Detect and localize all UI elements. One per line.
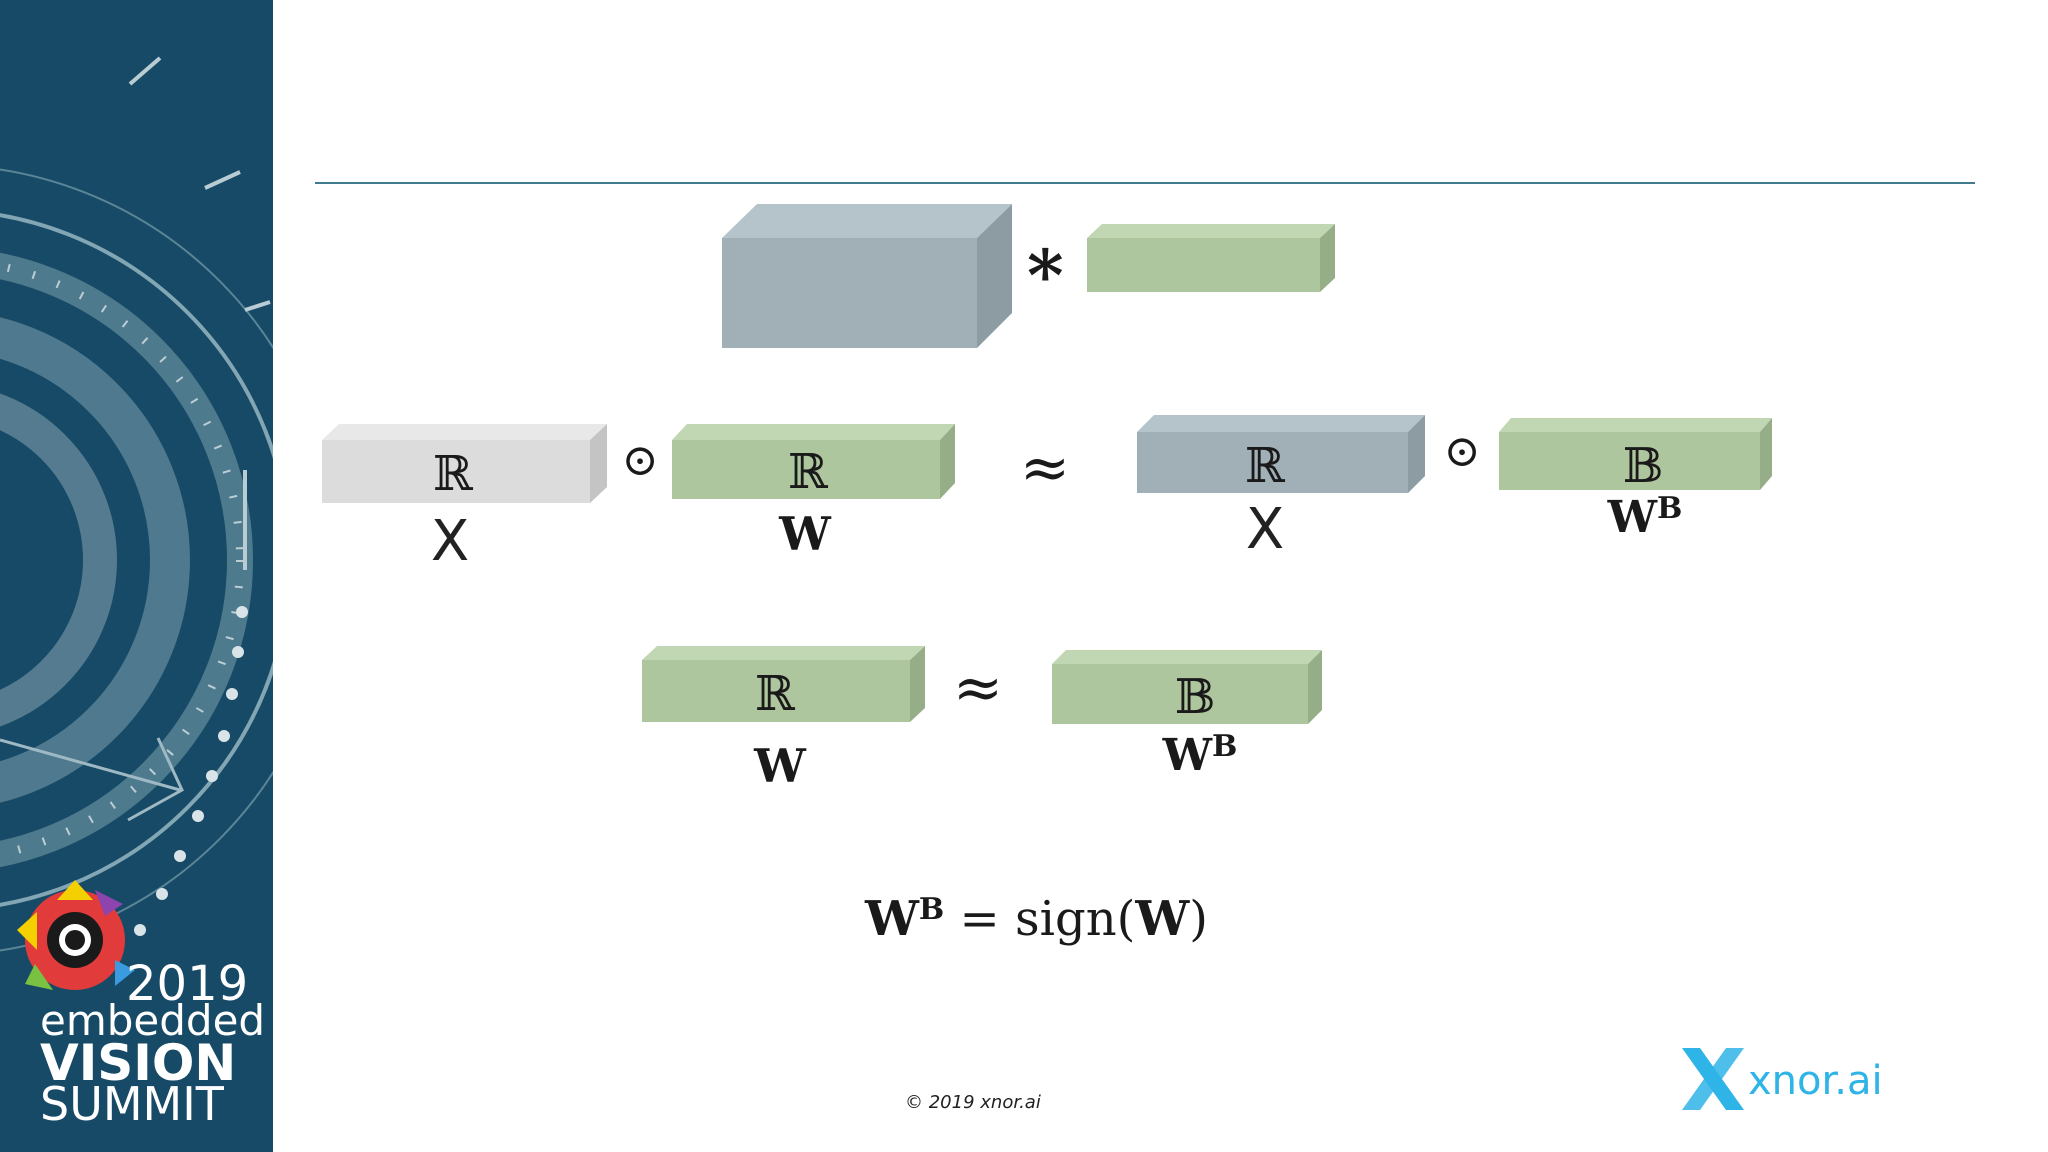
weight-domain-label: ℝ xyxy=(788,444,828,500)
input2-label: X xyxy=(1246,497,1284,562)
xnor-brand-text: xnor.ai xyxy=(1748,1058,1882,1104)
weight-label: W xyxy=(778,507,832,561)
binary2-weight-label: WB xyxy=(1162,729,1238,781)
event-year: 2019 xyxy=(126,956,248,1012)
binary-weight-block xyxy=(1499,418,1772,490)
input-tensor-block xyxy=(722,204,1012,348)
xnor-x-icon xyxy=(1682,1048,1744,1110)
hadamard-operator-2: ⊙ xyxy=(1444,426,1481,477)
input-tensor-block-2 xyxy=(1137,415,1425,493)
weight-tensor-block xyxy=(1087,224,1335,292)
input2-domain-label: ℝ xyxy=(1245,438,1285,494)
arrow-icon xyxy=(0,737,184,822)
decorative-arcs xyxy=(0,168,273,952)
binary-weight-label: WB xyxy=(1607,491,1683,543)
event-line1: embedded xyxy=(40,996,265,1045)
binary-domain-label: 𝔹 xyxy=(1623,438,1664,494)
binary-weight-block-2 xyxy=(1052,650,1322,724)
event-sidebar: 2019 embedded VISION SUMMIT xyxy=(0,0,273,1152)
binary2-domain-label: 𝔹 xyxy=(1175,669,1216,725)
header-rule xyxy=(315,182,1975,184)
convolution-operator: * xyxy=(1027,234,1064,317)
approx-operator-1: ≈ xyxy=(1020,433,1070,503)
event-line3: SUMMIT xyxy=(40,1077,225,1131)
summit-logo-icon xyxy=(17,880,135,990)
weight2-domain-label: ℝ xyxy=(755,666,795,722)
input-domain-label: ℝ xyxy=(433,446,473,502)
weight2-label: W xyxy=(753,739,807,793)
copyright-notice: © 2019 xnor.ai xyxy=(905,1092,1041,1113)
sign-formula: WB = sign(W) xyxy=(864,891,1208,947)
decorative-dots xyxy=(134,606,248,936)
input-label: X xyxy=(431,509,469,574)
real-input-block xyxy=(322,424,607,503)
decorative-ticks xyxy=(128,56,271,570)
real-weight-block xyxy=(672,424,955,499)
approx-operator-2: ≈ xyxy=(953,653,1003,723)
hadamard-operator-1: ⊙ xyxy=(622,435,659,486)
event-line2: VISION xyxy=(40,1034,236,1092)
xnor-logo: xnor.ai xyxy=(1682,1048,1882,1110)
real-weight-block-2 xyxy=(642,646,925,722)
